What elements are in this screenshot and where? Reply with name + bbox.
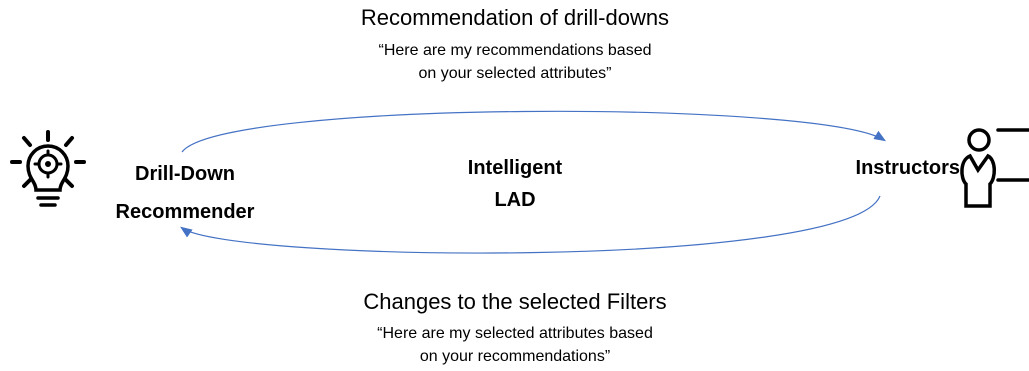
center-label-line1: Intelligent bbox=[467, 157, 563, 179]
bottom-flow-title: Changes to the selected Filters bbox=[363, 289, 667, 314]
instructor-presenter-icon bbox=[960, 128, 1029, 208]
recommender-label-line2: Recommender bbox=[115, 201, 255, 223]
top-flow-quote-line2: on your selected attributes” bbox=[418, 65, 612, 82]
top-arrow bbox=[181, 110, 887, 153]
instructors-label: Instructors bbox=[855, 157, 960, 179]
recommender-label-line1: Drill-Down bbox=[135, 163, 235, 185]
top-flow-title: Recommendation of drill-downs bbox=[360, 5, 670, 30]
bottom-arrow bbox=[180, 195, 881, 254]
bottom-flow-quote-line2: on your recommendations” bbox=[419, 348, 611, 365]
lightbulb-gear-icon bbox=[10, 130, 86, 207]
bottom-flow-quote-line1: “Here are my selected attributes based bbox=[377, 325, 653, 342]
center-label-line2: LAD bbox=[494, 189, 536, 211]
top-flow-quote-line1: “Here are my recommendations based bbox=[378, 42, 652, 59]
